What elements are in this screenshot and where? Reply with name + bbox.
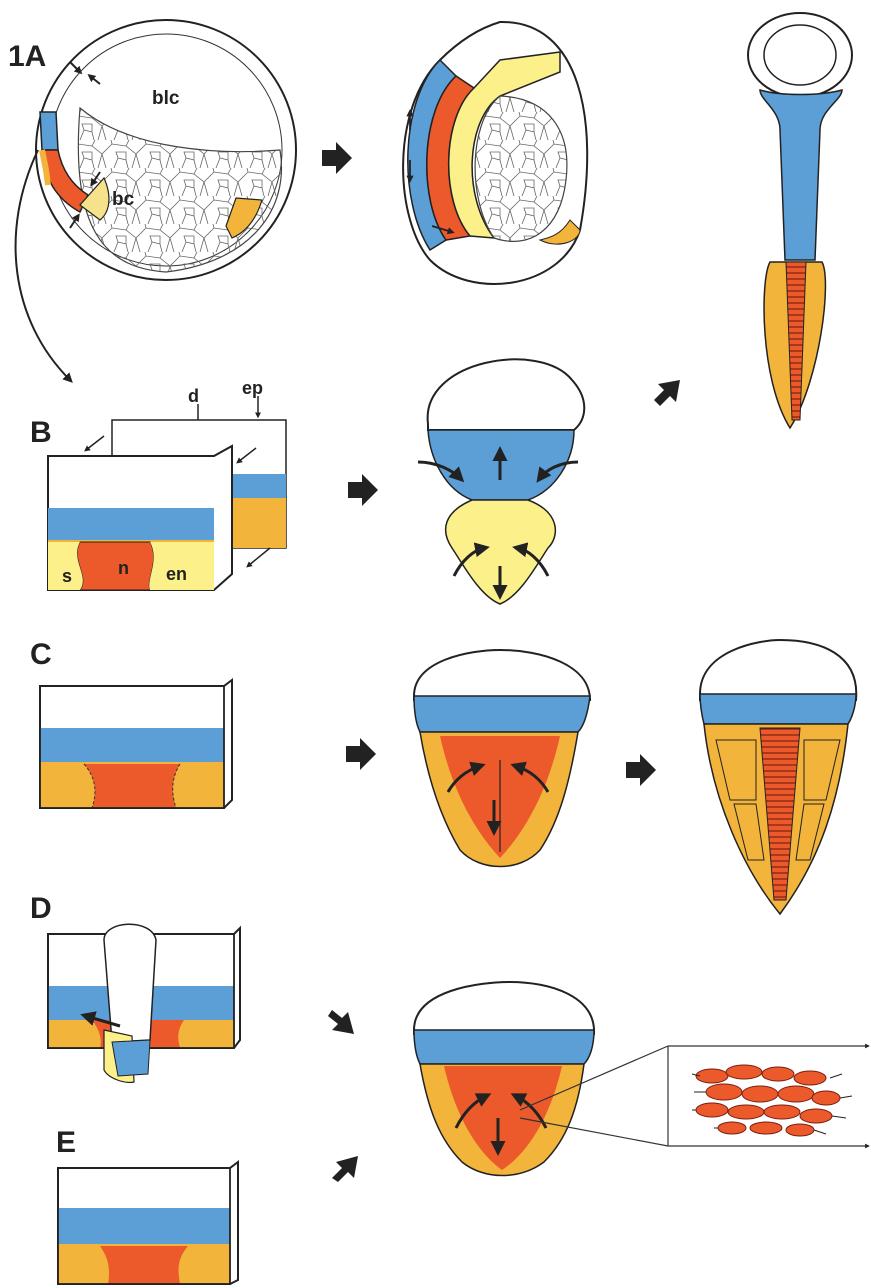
arrow-right-icon xyxy=(348,474,378,506)
arrow-right-icon xyxy=(322,142,352,174)
label-blc: blc xyxy=(152,88,180,109)
panel-a: 1A blc bc xyxy=(8,13,852,428)
tailbud-embryo xyxy=(748,13,852,428)
explant-b xyxy=(418,359,584,604)
gastrula-involution xyxy=(403,22,587,284)
elongated-explant-c xyxy=(700,640,856,914)
label-bc: bc xyxy=(112,189,135,210)
panel-label-a: 1A xyxy=(8,40,46,73)
arrow-diagonal-icon xyxy=(654,380,680,406)
panel-label-c: C xyxy=(30,638,52,671)
embryo-sagittal: blc bc xyxy=(36,20,296,280)
panel-c: C xyxy=(30,638,856,914)
panel-label-e: E xyxy=(56,1126,76,1159)
panel-d: D xyxy=(30,892,354,1082)
arrow-diagonal-icon xyxy=(328,1010,354,1034)
panel-e: E xyxy=(56,1126,358,1284)
label-n: n xyxy=(118,558,129,578)
magnified-cells xyxy=(692,1065,852,1136)
panel-label-d: D xyxy=(30,892,52,925)
arrow-right-icon xyxy=(346,738,376,770)
label-d: d xyxy=(188,386,199,406)
label-ep: ep xyxy=(242,378,263,398)
tissue-block-c xyxy=(40,680,232,808)
panel-b: B d ep s n en xyxy=(30,359,680,604)
arrow-right-icon xyxy=(626,754,656,786)
label-en: en xyxy=(166,564,187,584)
tissue-block-front: s n en xyxy=(48,446,232,590)
panel-label-b: B xyxy=(30,416,52,449)
arrow-diagonal-icon xyxy=(332,1156,358,1182)
label-s: s xyxy=(62,566,72,586)
tissue-block-d xyxy=(48,924,240,1082)
tissue-block-e xyxy=(58,1162,238,1284)
explant-c xyxy=(414,650,590,867)
